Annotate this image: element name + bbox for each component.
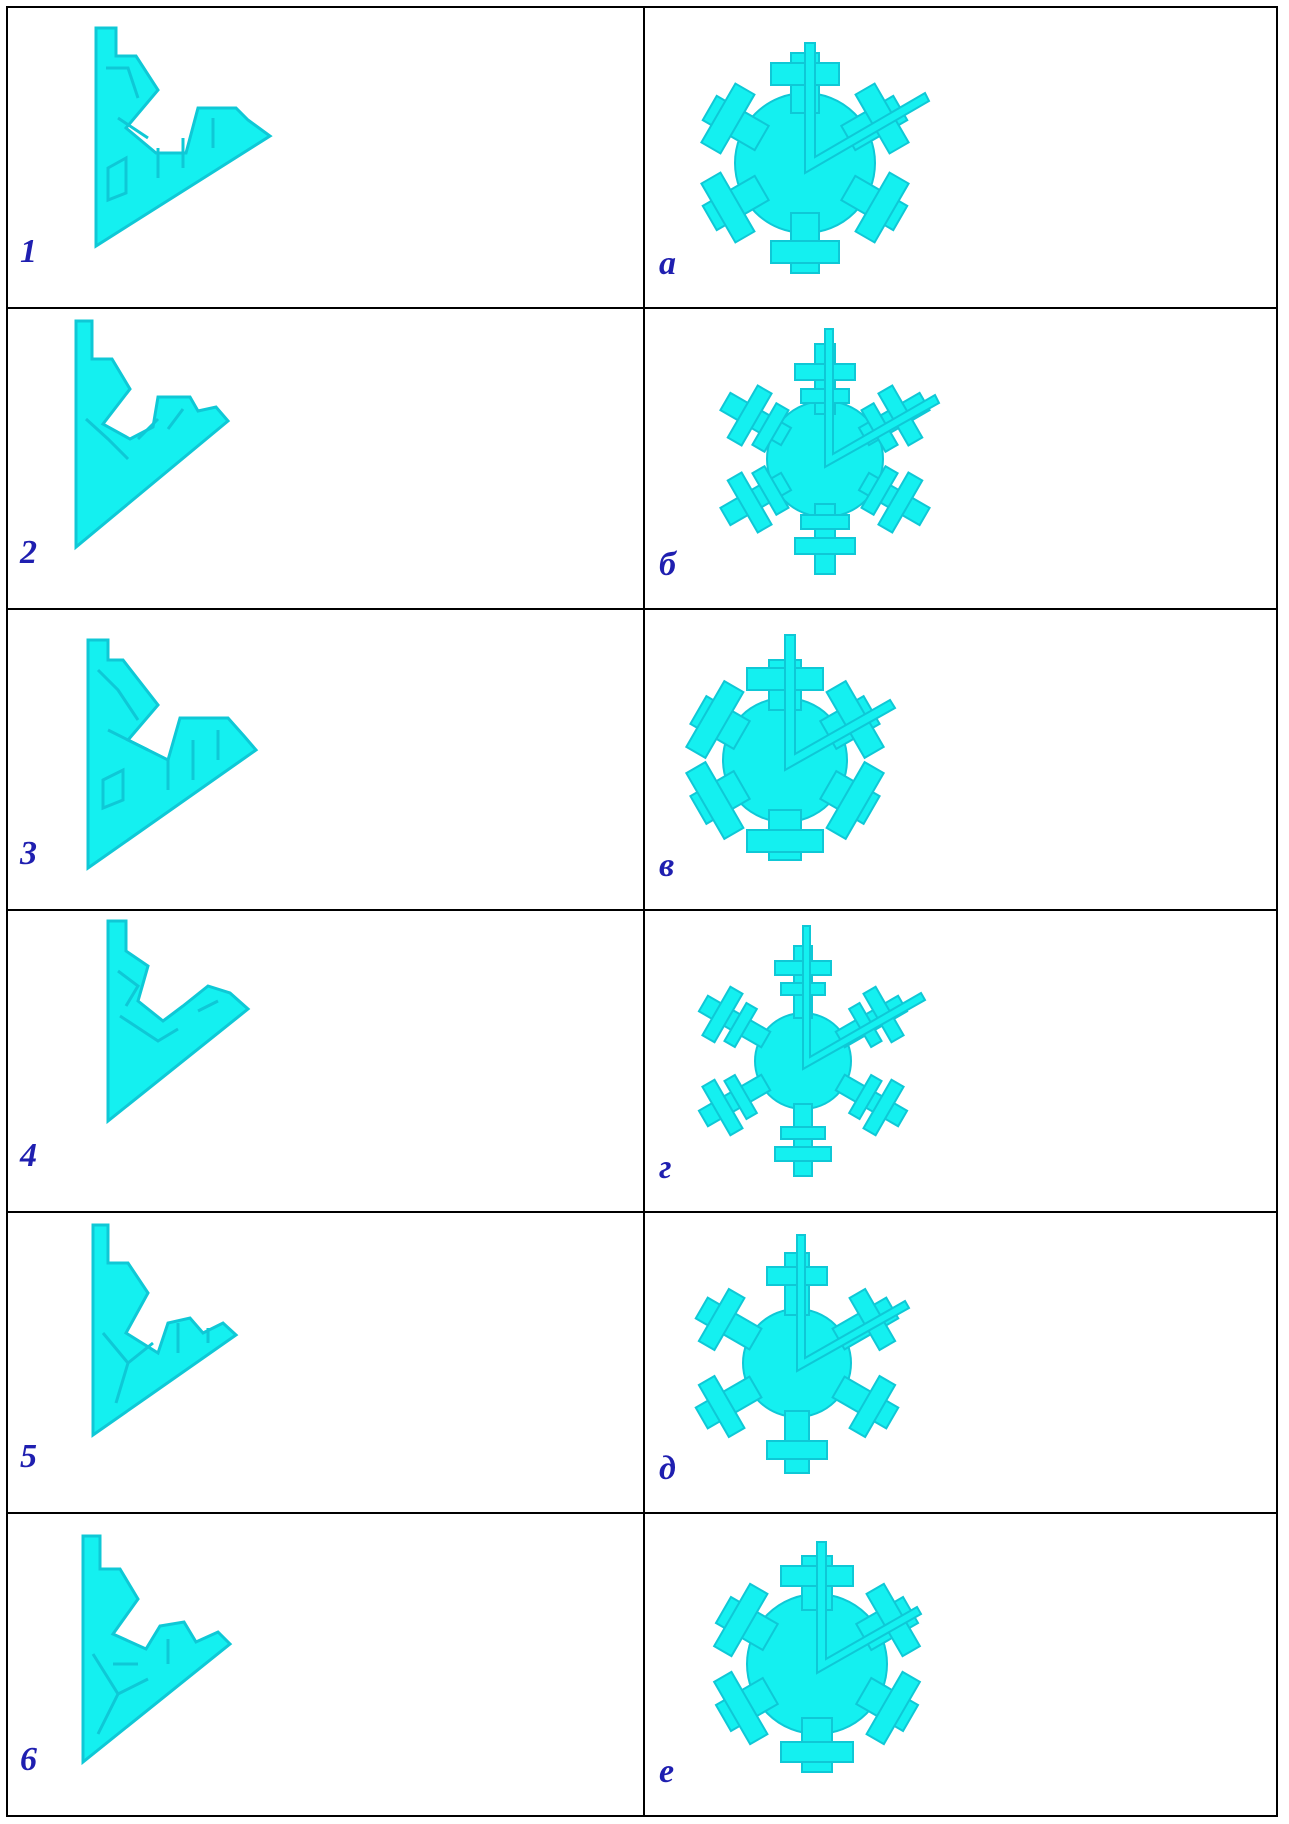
snowflake-letter-label: г [659, 1151, 672, 1185]
folded-pattern-cell-1: 1 [8, 8, 645, 309]
snowflake-letter-label: д [659, 1452, 676, 1486]
folded-paper-pattern-6 [8, 1514, 643, 1814]
snowflake-cell-b: б [645, 309, 1276, 610]
pattern-number-label: 1 [20, 235, 37, 269]
snowflake-g [645, 911, 1276, 1211]
pattern-number-label: 4 [20, 1139, 37, 1173]
snowflake-a [645, 8, 1276, 308]
folded-pattern-cell-5: 5 [8, 1213, 645, 1514]
snowflake-cell-d: д [645, 1213, 1276, 1514]
pattern-number-label: 2 [20, 536, 37, 570]
folded-paper-pattern-1 [8, 8, 643, 308]
pattern-number-label: 3 [20, 837, 37, 871]
snowflake-b [645, 309, 1276, 609]
folded-paper-pattern-3 [8, 610, 643, 910]
matching-table: 1 а 2 [6, 6, 1278, 1817]
folded-pattern-cell-4: 4 [8, 911, 645, 1212]
snowflake-cell-g: г [645, 911, 1276, 1212]
snowflake-e [645, 1514, 1276, 1814]
snowflake-cell-a: а [645, 8, 1276, 309]
folded-paper-pattern-4 [8, 911, 643, 1211]
folded-pattern-cell-6: 6 [8, 1514, 645, 1815]
folded-pattern-cell-3: 3 [8, 610, 645, 911]
snowflake-cell-v: в [645, 610, 1276, 911]
pattern-number-label: 5 [20, 1440, 37, 1474]
snowflake-d [645, 1213, 1276, 1513]
snowflake-letter-label: в [659, 849, 674, 883]
snowflake-cell-e: е [645, 1514, 1276, 1815]
snowflake-letter-label: а [659, 247, 676, 281]
snowflake-v [645, 610, 1276, 910]
folded-paper-pattern-2 [8, 309, 643, 609]
folded-pattern-cell-2: 2 [8, 309, 645, 610]
snowflake-letter-label: б [659, 548, 676, 582]
snowflake-letter-label: е [659, 1755, 674, 1789]
folded-paper-pattern-5 [8, 1213, 643, 1513]
pattern-number-label: 6 [20, 1743, 37, 1777]
